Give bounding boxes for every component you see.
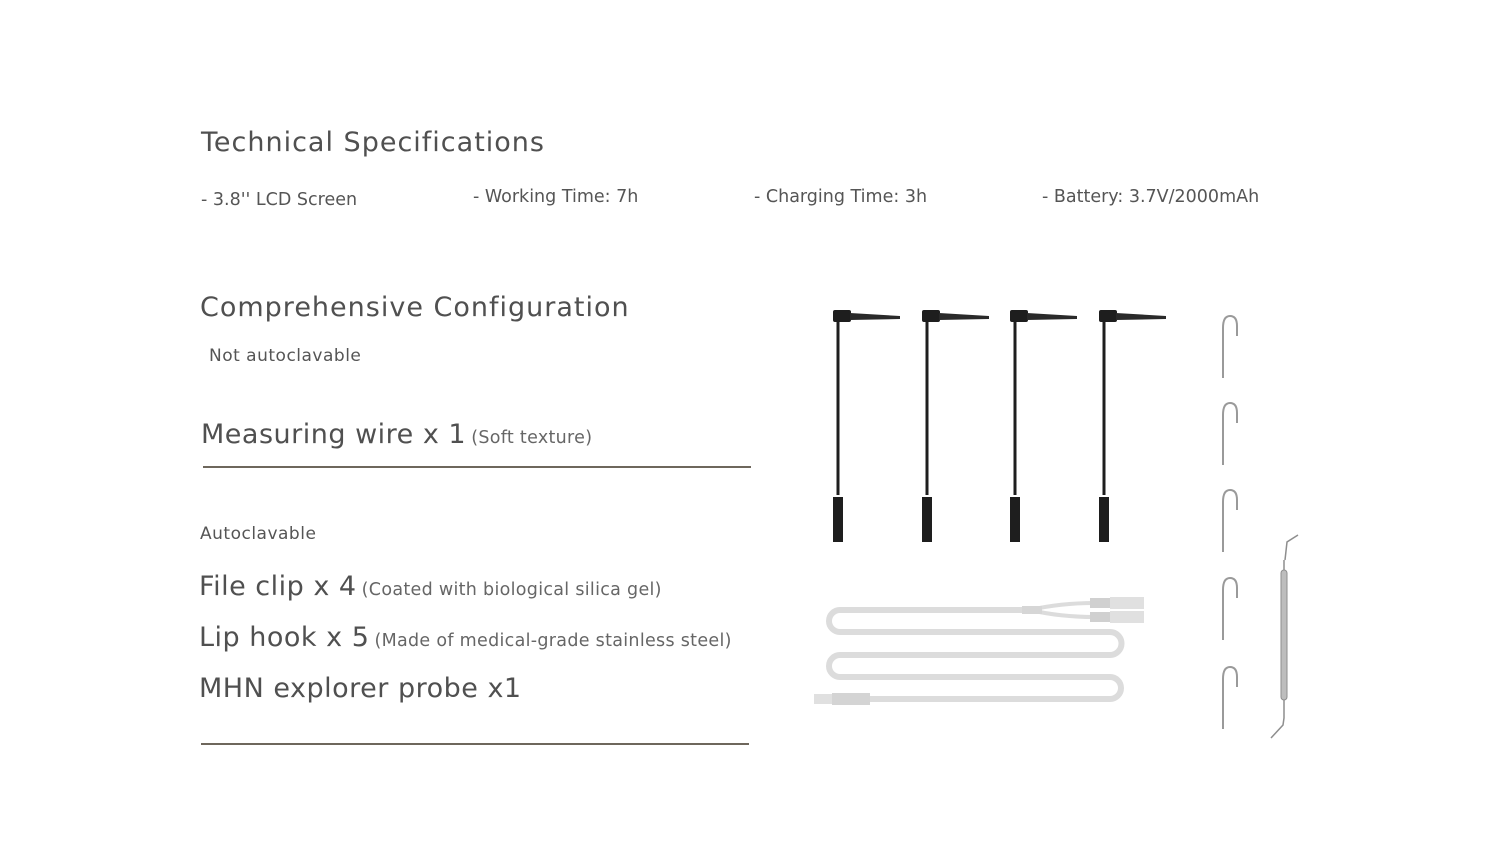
explorer-probe-image	[1270, 534, 1299, 739]
item-name: MHN explorer probe x1	[199, 673, 522, 704]
explorer-probe-item: MHN explorer probe x1	[199, 673, 522, 704]
spec-lcd-screen: - 3.8'' LCD Screen	[201, 190, 358, 210]
item-name: File clip x 4	[199, 571, 357, 602]
spec-charging-time: - Charging Time: 3h	[754, 187, 928, 207]
lip-hook-image	[1222, 665, 1238, 729]
lip-hook-item: Lip hook x 5 (Made of medical-grade stai…	[199, 622, 732, 653]
lip-hook-image	[1222, 576, 1238, 640]
item-note: (Soft texture)	[471, 428, 593, 448]
configuration-title: Comprehensive Configuration	[200, 292, 630, 323]
technical-specifications-title: Technical Specifications	[201, 127, 545, 158]
item-note: (Made of medical-grade stainless steel)	[374, 631, 732, 651]
file-clip-image	[1099, 310, 1166, 542]
file-clip-item: File clip x 4 (Coated with biological si…	[199, 571, 662, 602]
file-clip-image	[922, 310, 989, 542]
lip-hook-image	[1222, 488, 1238, 552]
lip-hook-image	[1222, 401, 1238, 465]
measuring-wire-item: Measuring wire x 1 (Soft texture)	[201, 419, 592, 450]
divider	[203, 466, 751, 468]
autoclavable-label: Autoclavable	[200, 524, 317, 544]
file-clip-image	[1010, 310, 1077, 542]
not-autoclavable-label: Not autoclavable	[209, 346, 362, 366]
measuring-wire-image	[814, 597, 1144, 705]
spec-working-time: - Working Time: 7h	[473, 187, 639, 207]
lip-hook-image	[1222, 314, 1238, 378]
item-note: (Coated with biological silica gel)	[361, 580, 662, 600]
divider	[201, 743, 749, 745]
spec-battery: - Battery: 3.7V/2000mAh	[1042, 187, 1260, 207]
item-name: Measuring wire x 1	[201, 419, 467, 450]
item-name: Lip hook x 5	[199, 622, 370, 653]
file-clip-image	[833, 310, 900, 542]
